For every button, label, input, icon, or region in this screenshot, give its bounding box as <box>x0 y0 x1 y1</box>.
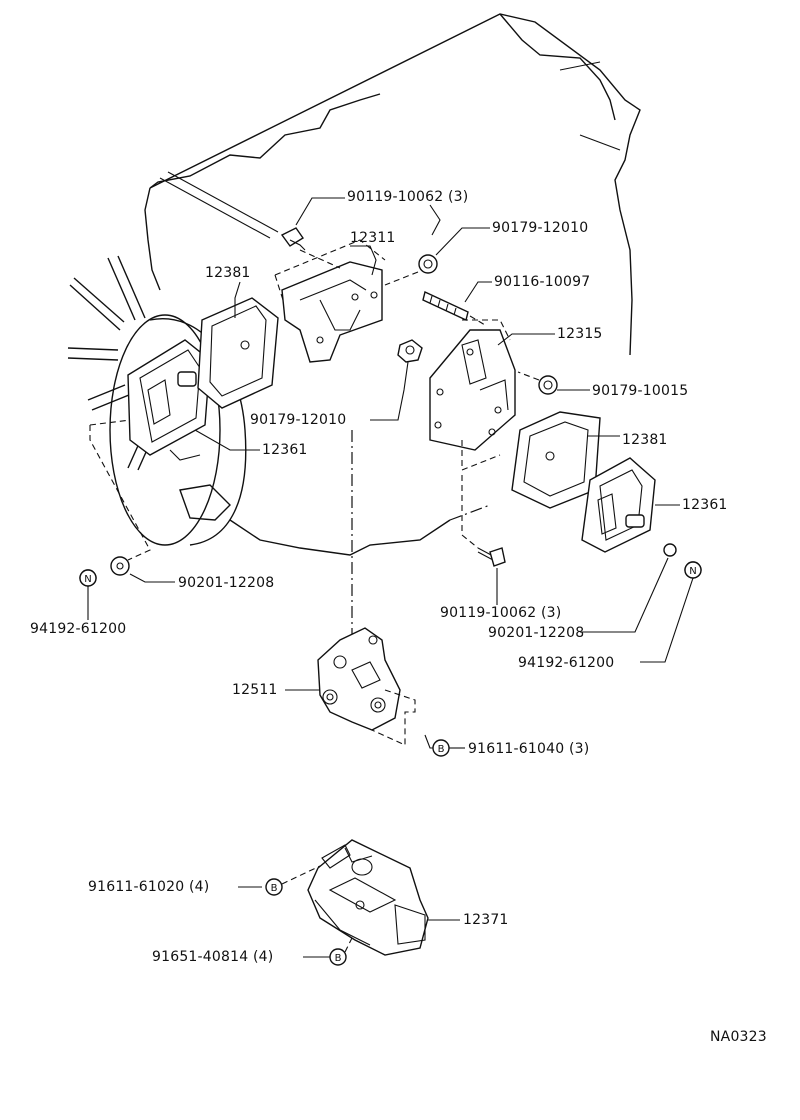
right-insulator-cover <box>511 411 601 509</box>
label-insulator-right-cover: 12381 <box>622 432 668 448</box>
cooling-fan <box>67 255 247 546</box>
right-bracket <box>429 319 516 471</box>
label-rear-mount: 12511 <box>232 682 278 698</box>
crossmember-mount <box>307 839 429 956</box>
label-nut-n-right: 94192-61200 <box>518 655 615 671</box>
right-insulator <box>581 457 656 553</box>
rear-mount <box>317 627 416 746</box>
guide-lines <box>89 419 353 640</box>
svg-text:B: B <box>438 744 445 755</box>
engine-block <box>144 13 641 556</box>
label-washer-left: 90201-12208 <box>178 575 275 591</box>
washer-right <box>663 543 677 557</box>
nut-right <box>517 371 558 395</box>
label-bolt-front-bracket: 90119-10062 (3) <box>347 189 469 205</box>
bolt-marker-crossmember: B <box>265 878 283 896</box>
label-insulator-left: 12361 <box>262 442 308 458</box>
nut-upper <box>384 254 438 286</box>
bolt-marker-crossmember-b: B <box>329 948 347 966</box>
label-bolt-crossmember: 91611-61020 (4) <box>88 879 210 895</box>
label-washer-right: 90201-12208 <box>488 625 585 641</box>
left-insulator-cover <box>197 297 279 409</box>
svg-text:N: N <box>84 574 91 585</box>
label-crossmember-mount: 12371 <box>463 912 509 928</box>
label-bolt-rear: 91611-61040 (3) <box>468 741 590 757</box>
left-insulator <box>127 339 211 461</box>
bolt-marker-rear: B <box>432 739 450 757</box>
bolt-upper-left <box>280 227 341 269</box>
label-nut-upper: 90179-12010 <box>492 220 589 236</box>
label-nut-left-lower: 90179-12010 <box>250 412 347 428</box>
svg-text:B: B <box>271 883 278 894</box>
leader-lines <box>87 197 694 958</box>
washer-left <box>110 556 130 576</box>
label-nut-right: 90179-10015 <box>592 383 689 399</box>
nut-left-lower <box>397 339 423 363</box>
label-insulator-right: 12361 <box>682 497 728 513</box>
nut-marker-right: N <box>684 561 702 579</box>
nut-marker-left: N <box>79 569 97 587</box>
label-nut-n-left: 94192-61200 <box>30 621 127 637</box>
svg-text:N: N <box>689 566 696 577</box>
bolt-lower-right <box>461 475 506 567</box>
label-bracket-right: 12315 <box>557 326 603 342</box>
diagram-code: NA0323 <box>710 1029 767 1045</box>
label-stud: 90116-10097 <box>494 274 591 290</box>
label-bolt-crossmember-b: 91651-40814 (4) <box>152 949 274 965</box>
label-bracket-left: 12311 <box>350 230 396 246</box>
label-bolt-lower-right: 90119-10062 (3) <box>440 605 562 621</box>
left-bracket <box>274 239 386 363</box>
stud <box>422 291 486 326</box>
svg-text:B: B <box>335 953 342 964</box>
label-insulator-left-cover: 12381 <box>205 265 251 281</box>
